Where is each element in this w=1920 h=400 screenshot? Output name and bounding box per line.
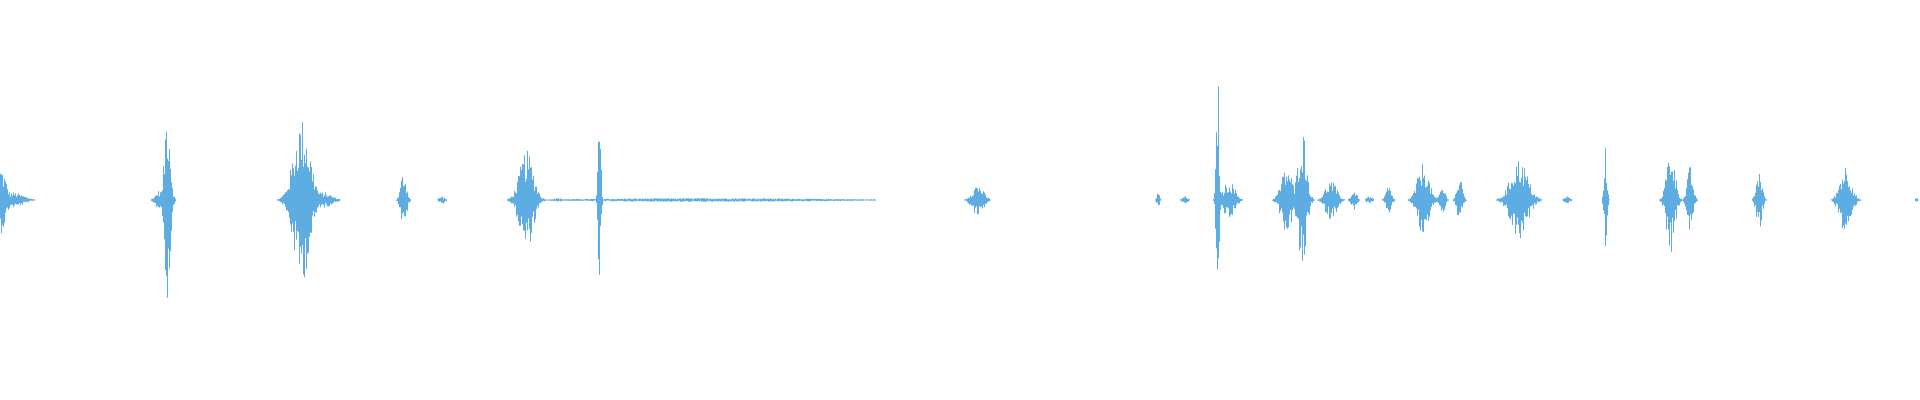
waveform-path: [0, 86, 1918, 298]
waveform-samples: [0, 86, 1918, 298]
